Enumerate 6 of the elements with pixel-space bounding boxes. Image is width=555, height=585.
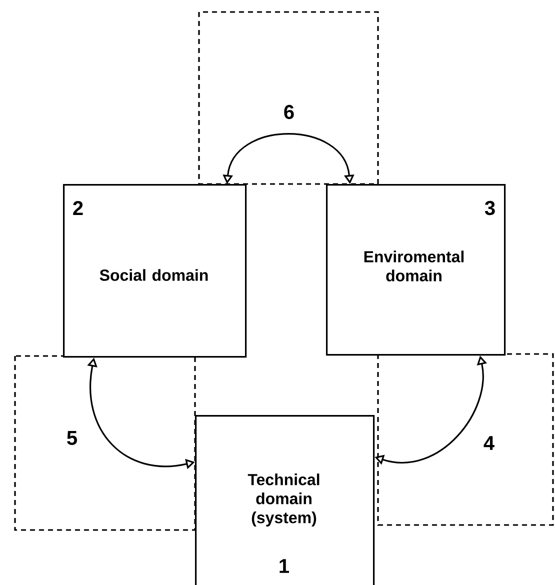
domain-box: 2 Social domain bbox=[63, 184, 247, 358]
edge-label: 5 bbox=[65, 430, 79, 446]
domain-box: Technical domain (system) 1 bbox=[195, 415, 375, 585]
domain-box: 3 Enviromental domain bbox=[326, 184, 506, 356]
edge-label: 6 bbox=[282, 104, 296, 120]
edge-label: 4 bbox=[482, 435, 496, 451]
